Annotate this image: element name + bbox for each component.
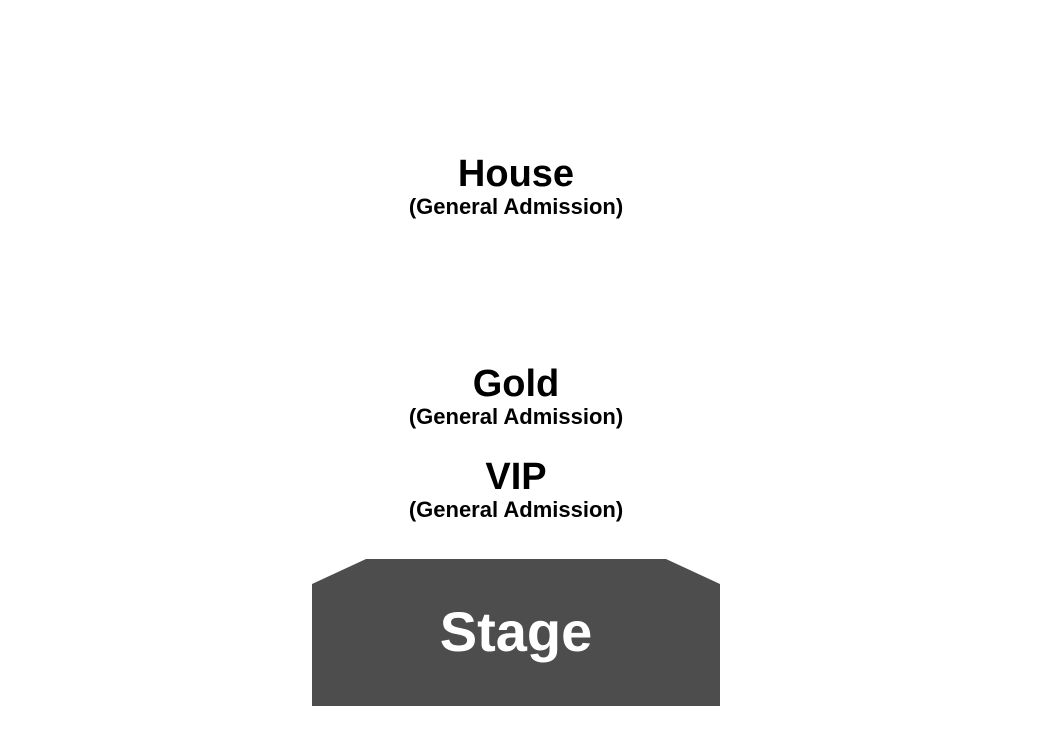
section-house-name: House <box>457 153 575 195</box>
section-gold[interactable]: Gold (General Admission) <box>316 364 716 430</box>
section-vip-admission: (General Admission) <box>408 497 624 522</box>
section-vip-name: VIP <box>485 456 547 498</box>
section-house[interactable]: House (General Admission) <box>316 154 716 220</box>
stage-label: Stage <box>439 600 593 663</box>
section-gold-admission: (General Admission) <box>408 404 624 429</box>
section-vip[interactable]: VIP (General Admission) <box>316 457 716 523</box>
section-gold-name: Gold <box>472 363 560 405</box>
section-house-admission: (General Admission) <box>408 194 624 219</box>
